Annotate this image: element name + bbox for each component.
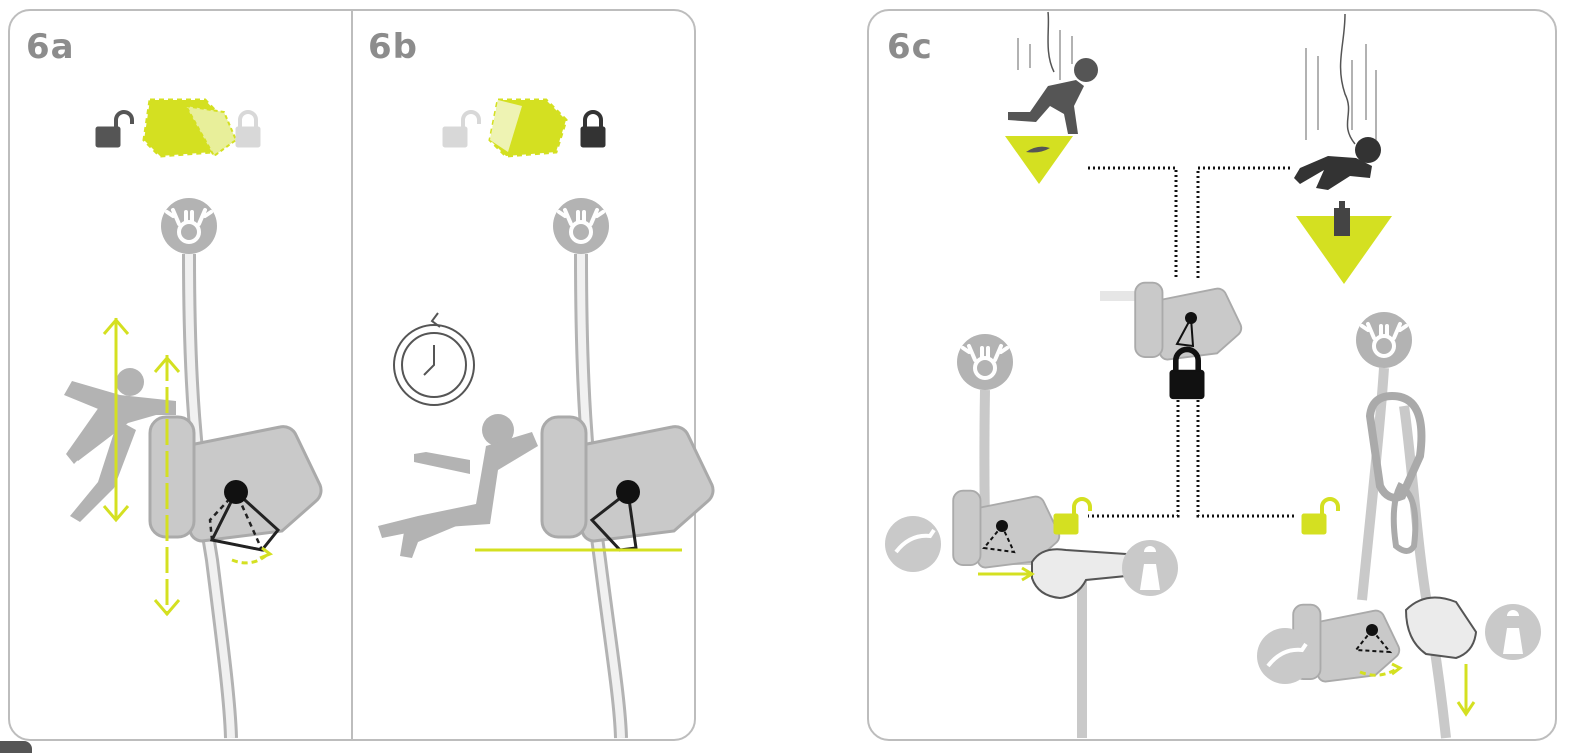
hand-icon [1404,596,1478,660]
device [148,415,323,543]
anchor-icon [551,196,611,256]
climber-icon [1008,58,1098,134]
label-6c: 6c [887,27,933,67]
panel-6b-artwork [378,98,715,739]
unlocked-padlock-icon [1052,497,1092,536]
feather-icon [1026,146,1050,153]
device [540,415,715,543]
heavy-arrow [1296,216,1392,284]
unlocked-padlock-icon [94,110,134,149]
fall-lines [1017,30,1073,80]
dotted-connectors [1088,166,1294,518]
anchor-icon [1354,310,1414,370]
climber-icon [64,368,176,522]
worker-icon [378,414,538,558]
label-6a: 6a [26,27,75,67]
clock-rotation-icon [393,312,475,406]
climber-icon [885,516,941,572]
anchor-icon [159,196,219,256]
locked-padlock-icon [234,110,262,149]
corner-tab [0,741,32,753]
locked-padlock-icon [579,110,607,149]
panel-6c-artwork [885,11,1541,739]
climber-icon [1257,628,1313,684]
climber-icon [1294,137,1381,190]
weight-icon [1334,201,1350,236]
unlocked-padlock-icon [441,110,481,149]
hand-icon [1031,548,1132,600]
label-6b: 6b [368,27,418,67]
unlocked-padlock-icon [1300,497,1340,536]
anchor-icon [955,332,1015,392]
panel-6a-artwork [64,98,323,739]
movement-arrows [102,317,181,617]
fall-lines [1305,44,1377,140]
panel-divider [351,11,353,739]
light-arrow [1005,136,1073,184]
